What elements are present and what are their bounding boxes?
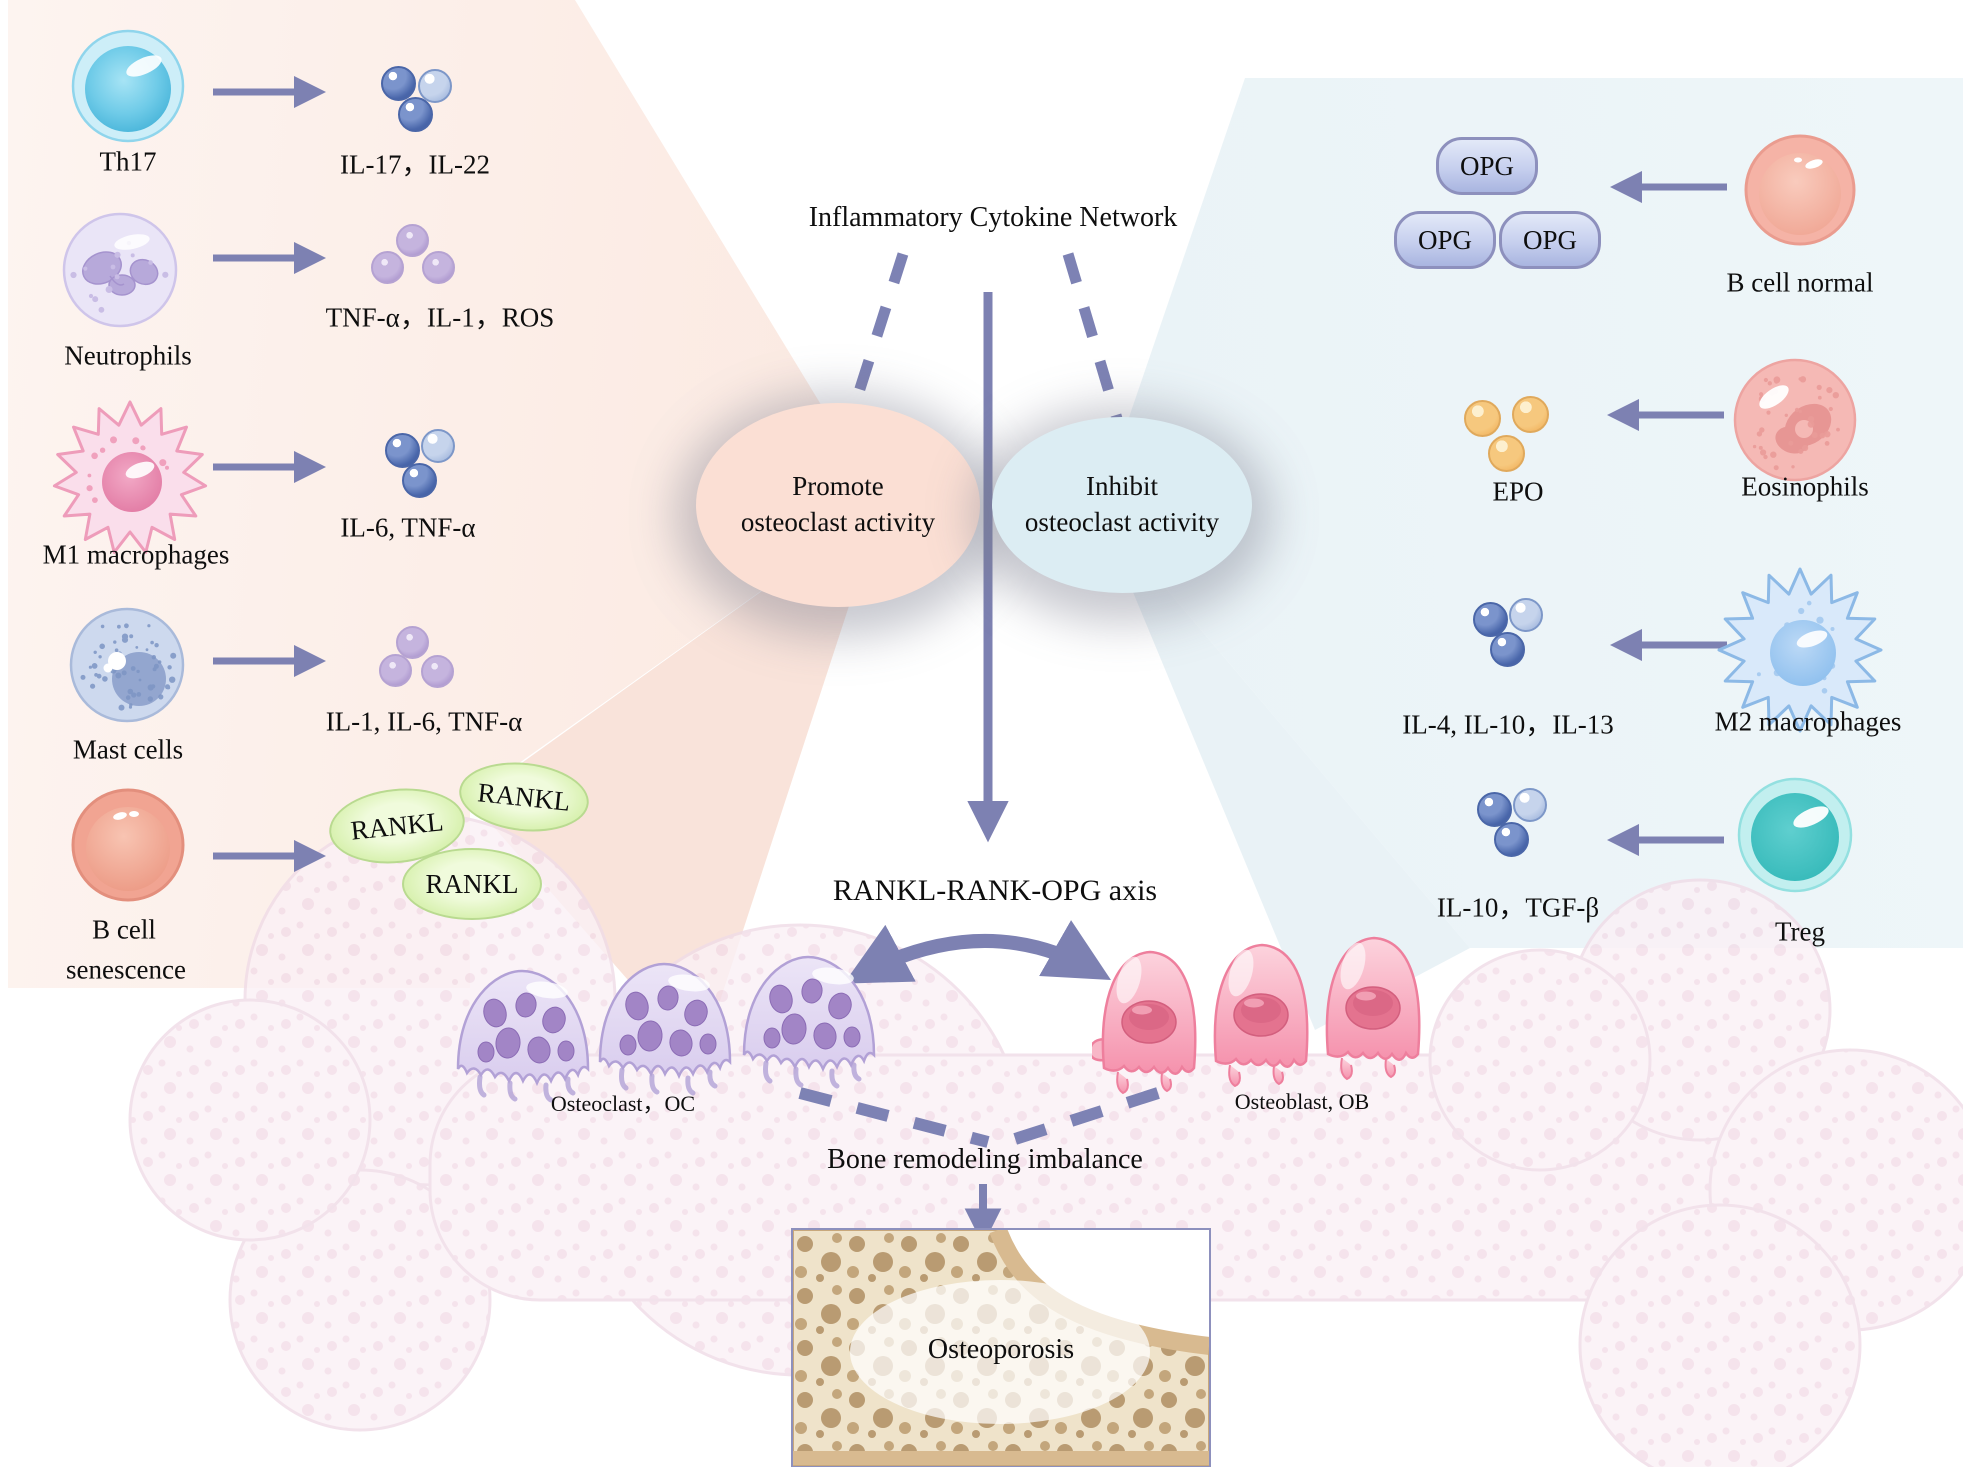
th17-label: Th17: [99, 146, 157, 177]
ros-dot: [422, 251, 455, 284]
eosinophil-granules: [1752, 376, 1840, 471]
promote-line1: Promote: [792, 471, 884, 502]
opg-badge-3: OPG: [1499, 211, 1601, 269]
promote-osteoclast-ellipse: Promote osteoclast activity: [696, 403, 980, 607]
m1-macrophage-cell-icon: [52, 400, 208, 554]
osteoblast-label: Osteoblast, OB: [1234, 1089, 1370, 1114]
il4-dot: [1473, 602, 1508, 637]
diagram-title: Inflammatory Cytokine Network: [808, 202, 1178, 233]
rankl-rank-opg-axis-label: RANKL-RANK-OPG axis: [832, 874, 1158, 907]
osteoclast-label: Osteoclast，OC: [550, 1091, 696, 1116]
il17-dot: [381, 66, 416, 101]
epo-dot3: [1488, 435, 1525, 472]
mast-il1-dot: [396, 626, 429, 659]
b-cell-normal-icon: [1744, 134, 1856, 246]
mast-cells-label: Mast cells: [72, 734, 184, 765]
mast-products-label: IL-1, IL-6, TNF-α: [325, 706, 523, 737]
il6-dot: [385, 433, 420, 468]
eosinophil-cell-icon: [1733, 358, 1857, 482]
b-cell-senescence-label-line2: senescence: [66, 954, 186, 985]
left-arrows: [213, 75, 327, 873]
rankl-badge-1-label: RANKL: [349, 805, 445, 846]
mast-il6-dot: [379, 654, 412, 687]
opg-badge-3-label: OPG: [1522, 224, 1577, 255]
opg-badge-1: OPG: [1436, 137, 1538, 195]
opg-badge-2-label: OPG: [1417, 224, 1472, 255]
epo-label: EPO: [1492, 476, 1544, 507]
il10-dot: [1509, 598, 1543, 632]
bone-remodeling-imbalance-label: Bone remodeling imbalance: [827, 1144, 1143, 1175]
osteoporosis-bone-illustration: [792, 1226, 1211, 1467]
neutrophils-label: Neutrophils: [64, 340, 192, 371]
epo-dot2: [1512, 396, 1549, 433]
neutrophil-cell-icon: [62, 212, 178, 328]
rankl-badge-3-label: RANKL: [425, 868, 519, 899]
m1-products-label: IL-6, TNF-α: [340, 512, 476, 543]
right-arrows: [1606, 170, 1727, 857]
arrow-oc-ob-double: [843, 920, 1111, 984]
b-cell-normal-label: B cell normal: [1726, 267, 1874, 298]
b-cell-senescence-icon: [71, 788, 185, 902]
osteoporosis-image-frame: Osteoporosis: [791, 1226, 1211, 1467]
tnfa-dot: [421, 429, 455, 463]
epo-dot1: [1464, 400, 1501, 437]
inhibit-osteoclast-ellipse: Inhibit osteoclast activity: [992, 417, 1252, 593]
m1-macrophages-label: M1 macrophages: [42, 539, 230, 570]
dashed-link-promote: [844, 252, 909, 422]
treg-il10-dot: [1477, 792, 1512, 827]
b-cell-senescence-label-line1: B cell: [92, 914, 156, 945]
treg-label: Treg: [1774, 916, 1826, 947]
th17-products-label: IL-17，IL-22: [340, 149, 490, 180]
il22-dot: [418, 69, 452, 103]
opg-badge-1-label: OPG: [1459, 150, 1514, 181]
promote-line2: osteoclast activity: [740, 507, 936, 537]
dashed-link-inhibit: [1062, 252, 1124, 424]
mast-cell-icon: [69, 607, 185, 723]
opg-badge-2: OPG: [1394, 211, 1496, 269]
tgfb-dot: [1513, 788, 1547, 822]
osteoblast-cells-icon: [1092, 936, 1421, 1095]
m2-macrophages-label: M2 macrophages: [1714, 706, 1902, 737]
m2-macrophage-cell-icon: [1717, 567, 1883, 733]
il13-dot: [1490, 632, 1525, 667]
rankl-badge-2-label: RANKL: [476, 776, 572, 817]
inhibit-line1: Inhibit: [1086, 471, 1158, 502]
il1-dot: [371, 251, 404, 284]
il6-dot2: [402, 463, 437, 498]
th17-cell-icon: [71, 29, 185, 143]
treg-products-label: IL-10，TGF-β: [1436, 892, 1600, 923]
m2-products-label: IL-4, IL-10，IL-13: [1402, 709, 1614, 740]
eosinophils-label: Eosinophils: [1741, 471, 1869, 502]
rankl-badge-3: RANKL: [402, 848, 542, 920]
mast-tnf-dot: [421, 655, 454, 688]
osteoporosis-label: Osteoporosis: [927, 1334, 1075, 1365]
treg-cell-icon: [1737, 777, 1853, 893]
tnf-dot: [396, 224, 429, 257]
inhibit-line2: osteoclast activity: [1024, 507, 1220, 537]
neutrophils-products-label: TNF-α，IL-1，ROS: [325, 302, 555, 333]
dashed-ob-to-imbalance: [1010, 1087, 1160, 1146]
il17-dot2: [398, 97, 433, 132]
treg-il10-dot2: [1494, 822, 1529, 857]
